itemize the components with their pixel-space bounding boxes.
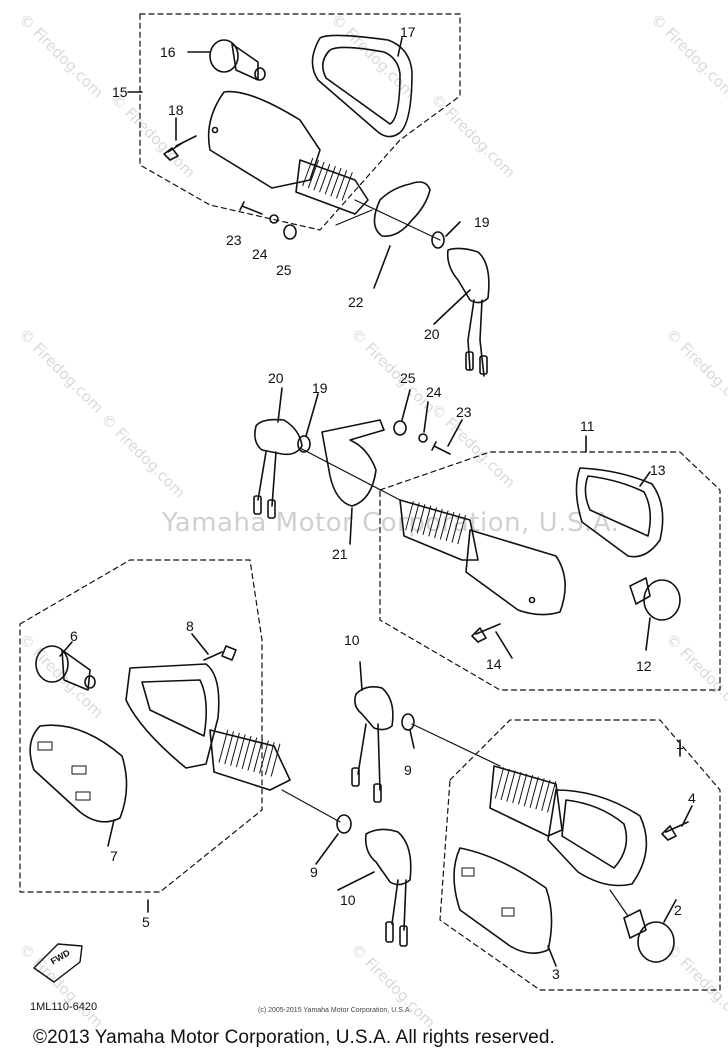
screw-14 — [471, 623, 501, 643]
bracket-22 — [373, 181, 431, 237]
screw-8 — [203, 645, 237, 661]
callout-17: 17 — [400, 24, 416, 40]
housing-mid — [399, 499, 566, 616]
callout-1: 1 — [676, 736, 684, 752]
bulb-6 — [35, 645, 96, 691]
callout-20: 20 — [268, 370, 284, 386]
bulb-12 — [629, 577, 681, 621]
bulb-2 — [623, 909, 675, 963]
callout-9: 9 — [404, 762, 412, 778]
callout-19: 19 — [312, 380, 328, 396]
footer-copyright: ©2013 Yamaha Motor Corporation, U.S.A. A… — [33, 1027, 555, 1048]
grommet-9-right — [401, 713, 415, 731]
callout-10: 10 — [344, 632, 360, 648]
callout-18: 18 — [168, 102, 184, 118]
screw-18 — [163, 135, 197, 161]
socket-10-lower — [364, 828, 412, 886]
fwd-arrow-icon — [33, 943, 83, 983]
callout-13: 13 — [650, 462, 666, 478]
callout-12: 12 — [636, 658, 652, 674]
small-copyright: (c) 2005-2015 Yamaha Motor Corporation, … — [258, 1007, 412, 1014]
socket-20-upper — [446, 247, 490, 304]
assembly-15-outline — [139, 13, 461, 231]
grommet-9-lower — [336, 814, 352, 834]
callout-9: 9 — [310, 864, 318, 880]
callout-20: 20 — [424, 326, 440, 342]
bracket-21 — [321, 419, 385, 507]
callout-3: 3 — [552, 966, 560, 982]
watermark-center: Yamaha Motor Corporation, U.S.A. — [162, 508, 620, 538]
housing-lower-right — [489, 765, 648, 887]
lens-13 — [575, 467, 664, 558]
callout-15: 15 — [112, 84, 128, 100]
grommet-19-upper — [431, 231, 445, 249]
callout-2: 2 — [674, 902, 682, 918]
callout-5: 5 — [142, 914, 150, 930]
callout-25: 25 — [400, 370, 416, 386]
screw-4 — [661, 821, 689, 841]
assembly-5-outline — [19, 559, 263, 893]
callout-24: 24 — [426, 384, 442, 400]
grommet-19-mid — [297, 435, 311, 453]
callout-14: 14 — [486, 656, 502, 672]
callout-10: 10 — [340, 892, 356, 908]
housing-upper — [207, 90, 369, 215]
callout-25: 25 — [276, 262, 292, 278]
callout-21: 21 — [332, 546, 348, 562]
callout-6: 6 — [70, 628, 78, 644]
callout-11: 11 — [580, 418, 595, 434]
assembly-11-outline — [379, 451, 721, 691]
callout-8: 8 — [186, 618, 194, 634]
lens-17 — [311, 34, 413, 138]
callout-7: 7 — [110, 848, 118, 864]
callout-4: 4 — [688, 790, 696, 806]
callout-23: 23 — [456, 404, 472, 420]
socket-10-right — [354, 686, 394, 731]
callout-22: 22 — [348, 294, 364, 310]
lens-3 — [453, 847, 553, 954]
housing-lower-left — [125, 663, 291, 791]
callout-16: 16 — [160, 44, 176, 60]
part-code: 1ML110-6420 — [30, 1001, 98, 1013]
lens-7 — [29, 724, 128, 823]
callout-24: 24 — [252, 246, 268, 262]
assembly-1-outline — [439, 719, 721, 991]
callout-23: 23 — [226, 232, 242, 248]
socket-20-mid — [254, 418, 303, 456]
callout-19: 19 — [474, 214, 490, 230]
bulb-16 — [209, 39, 266, 81]
